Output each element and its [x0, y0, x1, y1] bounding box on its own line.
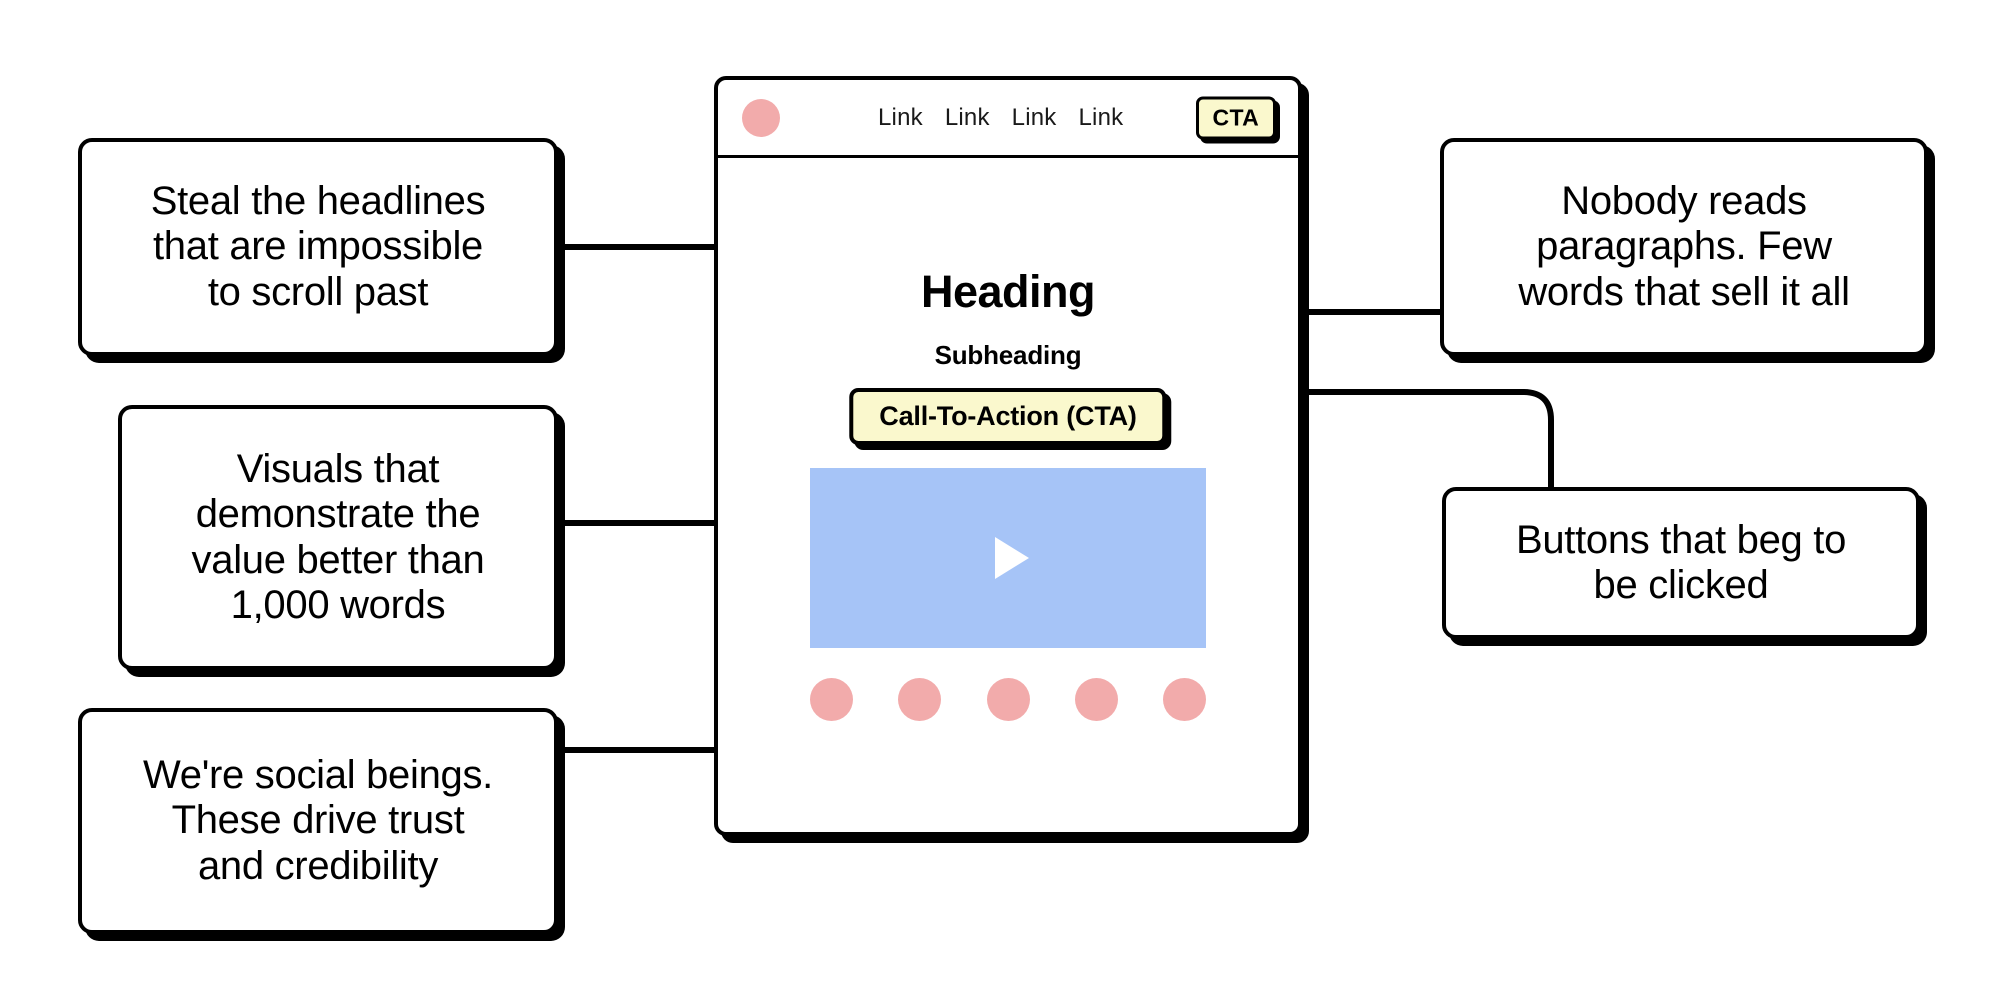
callout-social-proof: We're social beings. These drive trust a…	[78, 708, 558, 934]
callout-headline: Steal the headlines that are impossible …	[78, 138, 558, 356]
callout-visuals-text: Visuals that demonstrate the value bette…	[191, 447, 485, 627]
play-icon[interactable]	[994, 537, 1029, 579]
nav-links: Link Link Link Link	[878, 104, 1123, 132]
browser-mockup: Link Link Link Link CTA Heading Subheadi…	[714, 76, 1302, 836]
nav-link-1[interactable]: Link	[878, 103, 923, 131]
callout-social-proof-text: We're social beings. These drive trust a…	[143, 753, 493, 888]
nav-link-2[interactable]: Link	[944, 103, 990, 131]
nav-cta-button[interactable]: CTA	[1195, 96, 1276, 139]
social-proof-dot[interactable]	[810, 678, 853, 721]
hero-cta-button[interactable]: Call-To-Action (CTA)	[849, 388, 1167, 445]
browser-body: Heading Subheading Call-To-Action (CTA)	[718, 158, 1298, 832]
callout-paragraph-text: Nobody reads paragraphs. Few words that …	[1518, 179, 1850, 314]
hero-video-placeholder[interactable]	[810, 468, 1206, 648]
nav-link-4[interactable]: Link	[1078, 103, 1124, 131]
callout-headline-text: Steal the headlines that are impossible …	[150, 179, 486, 314]
logo-dot-icon	[742, 98, 780, 137]
browser-topbar: Link Link Link Link CTA	[718, 80, 1298, 158]
nav-link-3[interactable]: Link	[1011, 103, 1057, 131]
social-proof-dot[interactable]	[1074, 678, 1118, 721]
social-proof-dot[interactable]	[898, 678, 942, 721]
hero-heading: Heading	[920, 266, 1096, 317]
social-proof-row	[810, 678, 1206, 721]
callout-visuals: Visuals that demonstrate the value bette…	[118, 405, 558, 670]
callout-buttons: Buttons that beg to be clicked	[1442, 487, 1920, 639]
callout-paragraph: Nobody reads paragraphs. Few words that …	[1440, 138, 1928, 356]
hero-subheading: Subheading	[934, 340, 1082, 370]
callout-buttons-text: Buttons that beg to be clicked	[1515, 517, 1847, 607]
social-proof-dot[interactable]	[986, 678, 1030, 721]
social-proof-dot[interactable]	[1163, 678, 1206, 721]
